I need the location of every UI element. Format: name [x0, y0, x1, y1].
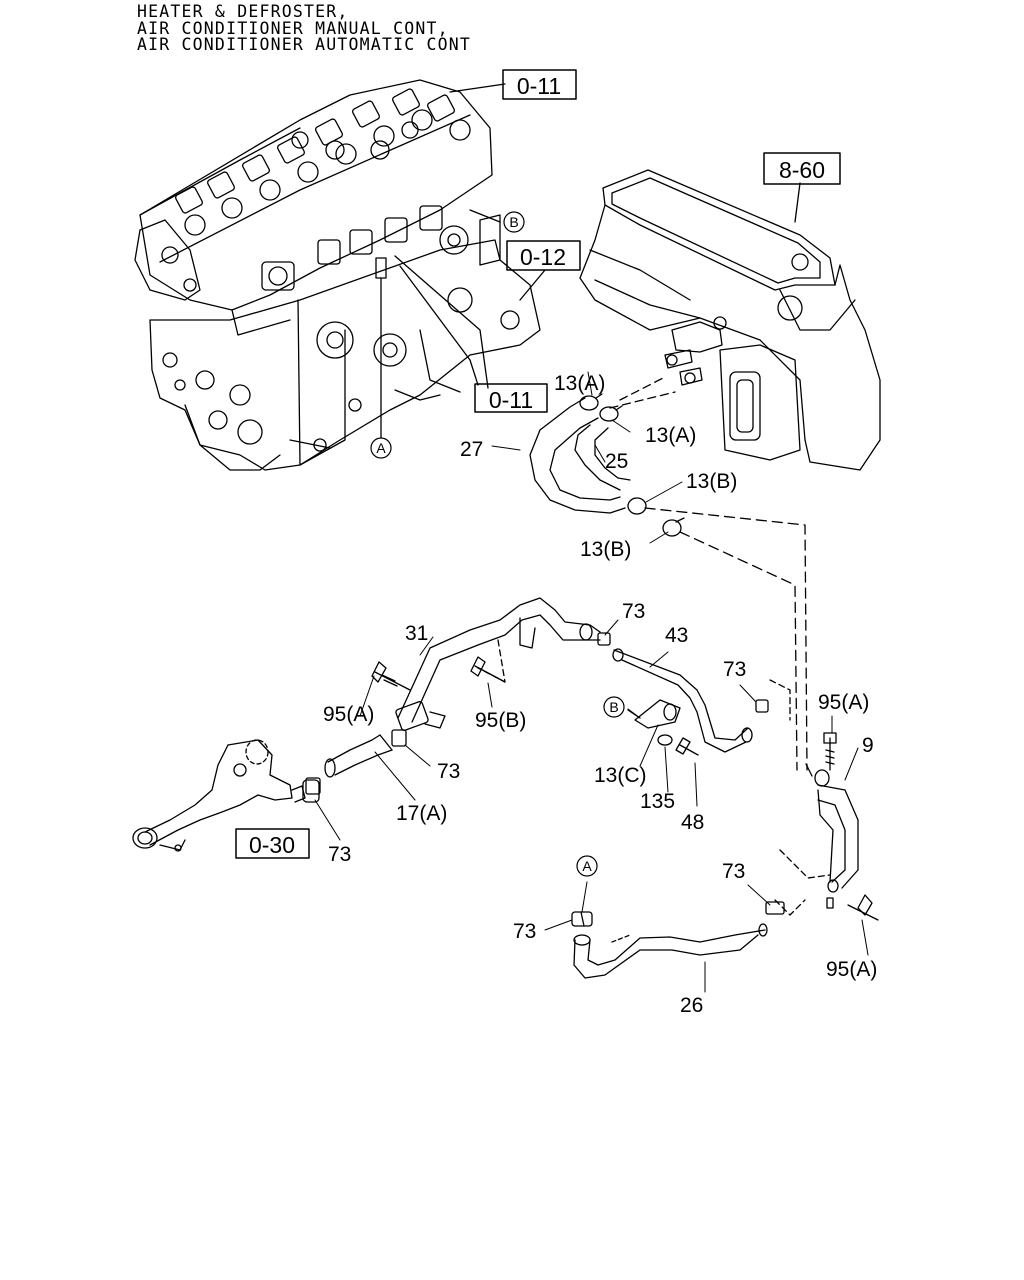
label-26: 26: [680, 994, 703, 1017]
label-95a-right: 95(A): [818, 691, 869, 714]
ref-0-12: 0-12: [520, 244, 566, 270]
ref-box-0-30: [235, 828, 310, 859]
title-line-3: AIR CONDITIONER AUTOMATIC CONT: [137, 35, 472, 54]
label-31: 31: [405, 622, 428, 645]
hose-43: [612, 648, 791, 753]
callout-a-engine: A: [376, 440, 386, 456]
label-73-e: 73: [722, 860, 745, 883]
label-73-d: 73: [328, 843, 351, 866]
ref-box-8-60: [763, 152, 841, 185]
label-13b-lower: 13(B): [580, 538, 631, 561]
label-13a-top: 13(A): [554, 372, 605, 395]
label-73-a: 73: [622, 600, 645, 623]
label-9: 9: [862, 734, 874, 757]
label-43: 43: [665, 624, 688, 647]
pipe-9: [779, 763, 859, 893]
hose-26: [571, 899, 806, 979]
callout-b-clip: B: [609, 699, 618, 715]
leader-lines: [314, 371, 869, 993]
title-line-1: HEATER & DEFROSTER,: [137, 2, 349, 21]
cam-caps: [175, 88, 471, 236]
ref-box-0-11-mid: [474, 383, 548, 413]
title-line-2: AIR CONDITIONER MANUAL CONT,: [137, 18, 449, 38]
ref-0-30: 0-30: [249, 832, 295, 858]
label-95b: 95(B): [475, 709, 526, 732]
ref-box-0-11-top: [502, 69, 577, 100]
intake-ports: [261, 205, 469, 291]
engine-block-illustration: [134, 79, 546, 471]
label-95a-bottom: 95(A): [826, 958, 877, 981]
label-25: 25: [605, 450, 628, 473]
ref-0-11-top: 0-11: [517, 73, 561, 99]
label-135: 135: [640, 790, 675, 813]
callout-a-lower: A: [582, 858, 592, 874]
ref-0-11-mid: 0-11: [489, 387, 533, 413]
heater-unit-illustration: [579, 169, 881, 471]
label-95a-left: 95(A): [323, 703, 374, 726]
fasteners: [305, 632, 879, 921]
label-73-c: 73: [437, 760, 460, 783]
label-73-f: 73: [513, 920, 536, 943]
label-48: 48: [681, 811, 704, 834]
label-73-b: 73: [723, 658, 746, 681]
hose-assembly-upper: [529, 393, 808, 771]
label-27: 27: [460, 438, 483, 461]
ref-box-0-12: [506, 240, 581, 271]
label-17a: 17(A): [396, 802, 447, 825]
reference-boxes: [235, 69, 841, 859]
callout-circles: [370, 211, 625, 877]
label-13c: 13(C): [594, 764, 647, 787]
label-13a-right: 13(A): [645, 424, 696, 447]
ref-8-60: 8-60: [779, 157, 825, 183]
diagram-title: HEATER & DEFROSTER, AIR CONDITIONER MANU…: [137, 2, 472, 54]
callout-b-engine: B: [509, 214, 518, 230]
hose-17a-and-outlet: [132, 729, 407, 852]
label-13b-upper: 13(B): [686, 470, 737, 493]
